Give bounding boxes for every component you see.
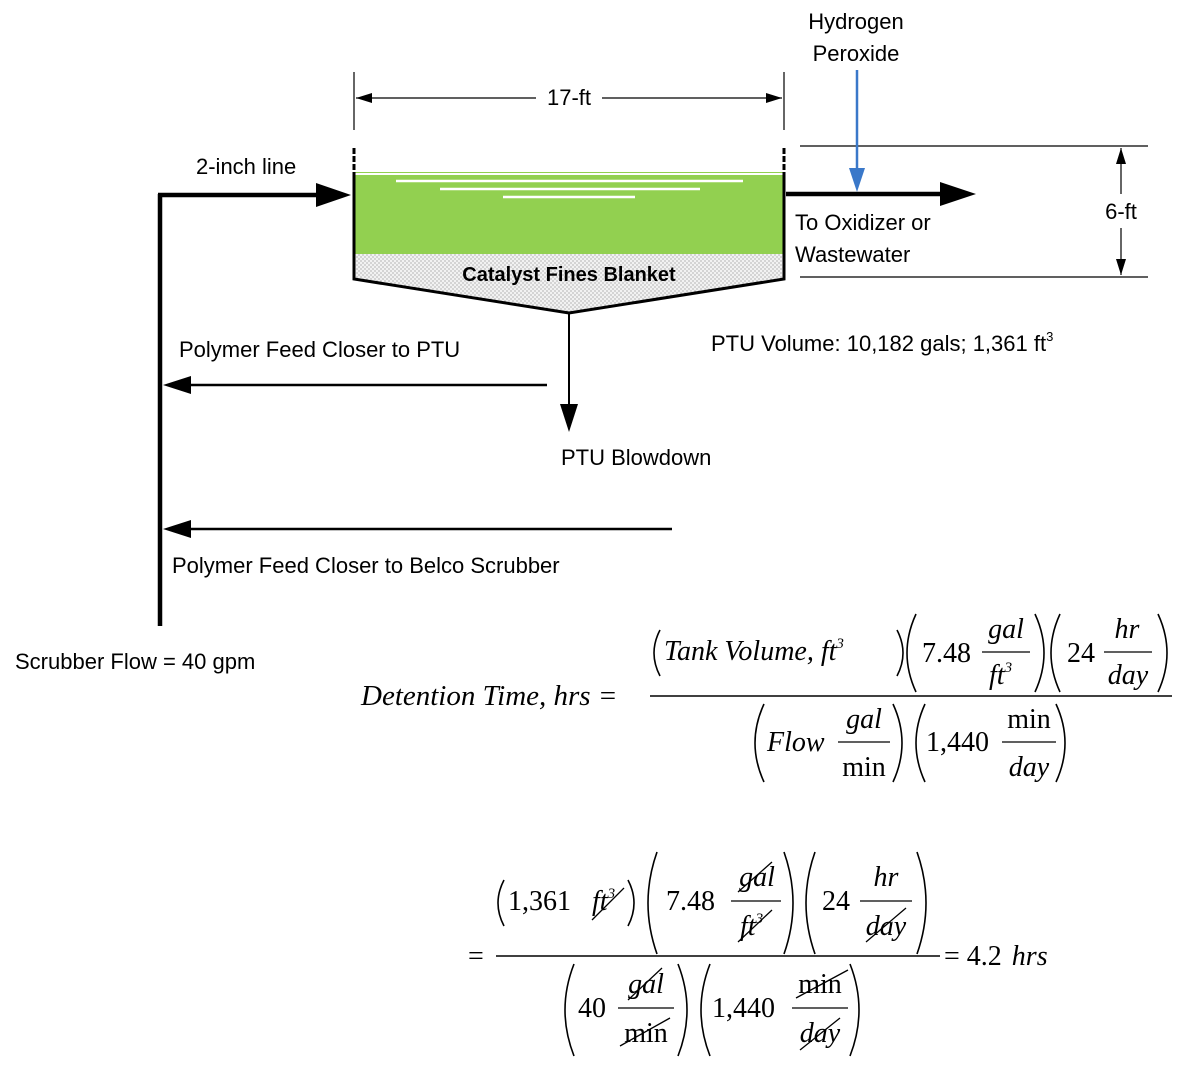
detention-time-calculation: = 1,361 ft3 7.48 gal ft3 24 hr day 40 ga… [468,851,1048,1057]
inlet-label: 2-inch line [196,154,296,179]
paren-right [1055,703,1066,783]
paren-right [896,629,904,677]
tank-volume-term: Tank Volume, ft3 [664,636,844,667]
paren-right [677,963,688,1057]
ptu-volume-label: PTU Volume: 10,182 gals; 1,361 ft3 [711,329,1053,356]
depth-label: 6-ft [1105,199,1137,224]
reagent-label-1: Hydrogen [808,9,903,34]
paren-left [497,879,505,927]
factor-748: 7.48 [922,638,971,669]
unit-hr: hr [874,862,899,893]
unit-min: min [1007,704,1051,735]
value-40: 40 [578,993,606,1024]
paren-right [849,963,860,1057]
dimension-arrowhead [1116,259,1126,275]
paren-left [647,851,658,955]
catalyst-fines-blanket [354,254,784,313]
dimension-arrowhead [766,93,782,103]
ptu-tank: Catalyst Fines Blanket [352,146,786,315]
unit-hr: hr [1115,614,1140,645]
cancel-strike [591,887,625,921]
blanket-label: Catalyst Fines Blanket [462,264,676,286]
unit-gal-cancelled: gal [739,862,775,893]
cancel-strike [619,1017,671,1047]
paren-left [805,851,816,955]
tank-liquid [354,172,784,254]
polymer-belco-label: Polymer Feed Closer to Belco Scrubber [172,553,560,578]
reagent-feed: Hydrogen Peroxide [808,9,904,192]
paren-right [1157,613,1168,693]
polymer-feed-ptu: Polymer Feed Closer to PTU [163,337,547,394]
factor-24: 24 [1067,638,1095,669]
unit-ft3: ft3 [989,660,1012,691]
outlet-line: To Oxidizer or Wastewater [786,182,976,267]
unit-min: min [842,752,886,783]
paren-left [754,703,765,783]
unit-gal: gal [988,614,1024,645]
blowdown-arrowhead [560,404,578,432]
paren-right [892,703,903,783]
reagent-label-2: Peroxide [813,41,900,66]
blowdown-line: PTU Blowdown [560,313,711,470]
width-dimension: 17-ft [353,72,785,130]
factor-1440: 1,440 [712,993,775,1024]
paren-left [906,613,917,693]
outlet-label-2: Wastewater [795,242,910,267]
paren-right [783,851,794,955]
detention-time-formula: Detention Time, hrs = Tank Volume, ft3 7… [360,613,1172,783]
cancel-strike [737,861,773,893]
paren-left [564,963,575,1057]
paren-right [916,851,927,955]
unit-ft3-cancelled: ft3 [592,886,615,917]
dimension-arrowhead [356,93,372,103]
polymer-ptu-arrowhead [163,376,191,394]
factor-1440: 1,440 [926,727,989,758]
factor-24: 24 [822,886,850,917]
outlet-label-1: To Oxidizer or [795,210,931,235]
cancel-strike [627,967,663,1001]
paren-left [915,703,926,783]
polymer-belco-arrowhead [163,520,191,538]
factor-748: 7.48 [666,886,715,917]
flow-term: Flow [766,727,825,758]
paren-left [1050,613,1061,693]
dimension-arrowhead [1116,148,1126,164]
outlet-arrowhead [940,182,976,206]
paren-right [1034,613,1045,693]
unit-day: day [1108,660,1149,691]
paren-left [653,629,661,677]
unit-ft3-cancelled: ft3 [740,911,763,942]
value-1361: 1,361 [508,886,571,917]
equals-sign: = [468,941,484,972]
unit-day: day [1009,752,1050,783]
blowdown-label: PTU Blowdown [561,445,711,470]
unit-gal: gal [846,704,882,735]
width-label: 17-ft [547,85,591,110]
cancel-strike [737,909,773,943]
cancel-strike [865,907,907,943]
reagent-arrowhead [849,168,865,192]
cancel-strike [799,1017,841,1051]
cancel-strike [795,969,849,999]
inlet-line: 2-inch line [157,154,351,626]
inlet-arrowhead [316,183,351,207]
polymer-feed-belco: Polymer Feed Closer to Belco Scrubber [163,520,672,578]
paren-left [700,963,711,1057]
formula-lhs: Detention Time, hrs = [360,680,617,712]
scrubber-flow-label: Scrubber Flow = 40 gpm [15,649,255,674]
paren-right [627,879,635,927]
polymer-ptu-label: Polymer Feed Closer to PTU [179,337,460,362]
